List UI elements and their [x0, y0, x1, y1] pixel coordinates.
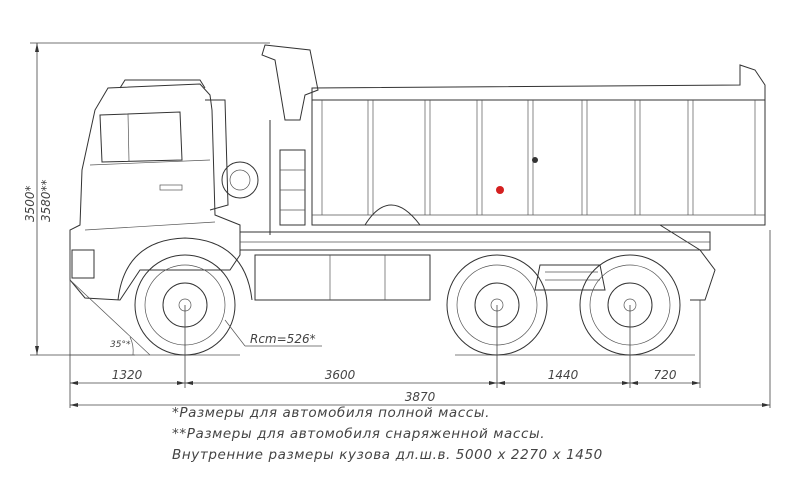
dim-wheelbase: 3600 — [325, 368, 356, 382]
dim-rear-overhang: 720 — [654, 368, 677, 382]
dim-front-overhang: 1320 — [112, 368, 143, 382]
red-marker — [496, 186, 504, 194]
turning-radius-label: Rcm=526* — [250, 332, 316, 346]
dim-rear-axle-spacing: 1440 — [548, 368, 579, 382]
hoist — [261, 44, 319, 235]
chassis — [239, 224, 716, 301]
height-dim-curb: 3580** — [39, 179, 53, 222]
dim-overall: 3870 — [405, 390, 436, 404]
length-dimensions: 1320 3600 1440 720 3870 — [69, 230, 771, 408]
height-dim-full: 3500* — [23, 185, 37, 222]
height-dimension: 3500* 3580** — [23, 42, 270, 356]
dump-body — [311, 64, 766, 226]
note-full-mass: *Размеры для автомобиля полной массы. — [172, 405, 490, 421]
approach-angle-label: 35°* — [110, 340, 131, 350]
turning-radius: Rcm=526* — [224, 319, 322, 347]
note-curb-mass: **Размеры для автомобиля снаряженной мас… — [172, 426, 546, 442]
approach-angle: 35°* — [69, 279, 151, 356]
note-body-dimensions: Внутренние размеры кузова дл.ш.в. 5000 x… — [172, 447, 603, 463]
cab — [69, 79, 259, 301]
